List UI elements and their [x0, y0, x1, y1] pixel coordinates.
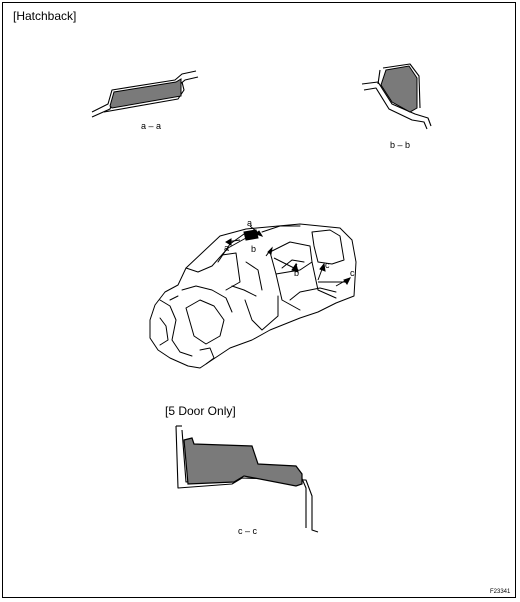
section-cc-caption: c – c [238, 526, 258, 536]
callout-a-top: a [247, 218, 253, 228]
callout-a-left: a [224, 243, 230, 253]
diagram-frame [2, 2, 516, 598]
callout-c-right: c [350, 268, 355, 278]
figure-id: F23341 [490, 589, 511, 595]
section-aa-caption: a – a [141, 121, 162, 131]
callout-b-left: b [251, 244, 257, 254]
variant-label: [Hatchback] [13, 9, 77, 23]
car-body [149, 223, 357, 369]
section-bb-caption: b – b [390, 140, 411, 150]
callout-c-left: c [325, 260, 330, 270]
door-label: [5 Door Only] [165, 404, 236, 418]
callout-b-right: b [294, 268, 300, 278]
